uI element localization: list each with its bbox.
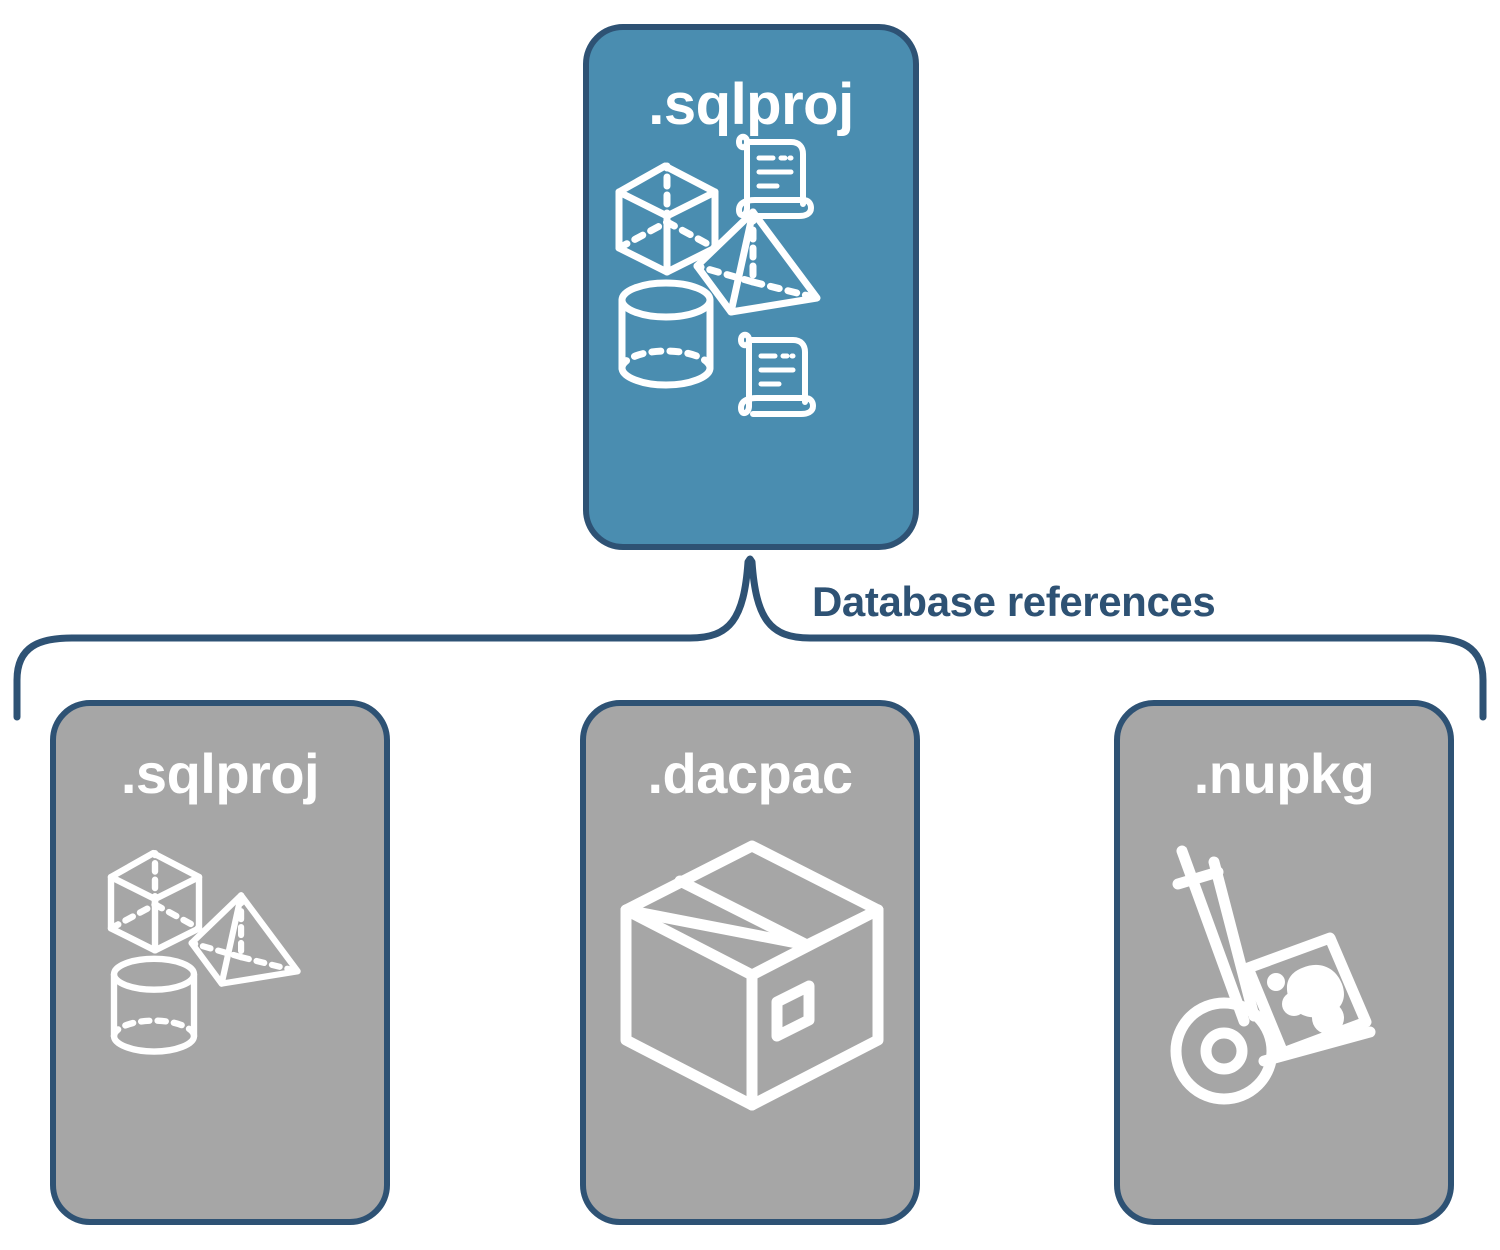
package-box-icon <box>620 840 884 1111</box>
card-root-sqlproj[interactable]: .sqlproj <box>583 24 919 550</box>
brace-label: Database references <box>812 578 1216 625</box>
hand-truck-icon <box>1170 845 1376 1105</box>
nupkg-icon-group <box>1134 812 1434 1152</box>
brace-connector <box>13 555 1487 721</box>
pyramid-icon <box>188 892 301 987</box>
dacpac-icon-group <box>600 812 900 1152</box>
cube-icon <box>107 849 203 954</box>
brace-path <box>13 555 1487 721</box>
card-root-title: .sqlproj <box>648 72 854 137</box>
scroll-icon <box>736 133 814 219</box>
card-reference-nupkg[interactable]: .nupkg <box>1114 700 1454 1225</box>
cylinder-icon <box>110 955 198 1055</box>
card-sqlproj-title: .sqlproj <box>120 742 320 805</box>
root-icon-group <box>601 133 901 446</box>
scroll-icon <box>738 331 816 417</box>
sqlproj-icon-group <box>70 812 370 1152</box>
card-reference-dacpac[interactable]: .dacpac <box>580 700 920 1225</box>
cylinder-icon <box>618 279 714 389</box>
card-nupkg-title: .nupkg <box>1193 742 1375 805</box>
card-dacpac-title: .dacpac <box>647 742 853 805</box>
card-reference-sqlproj[interactable]: .sqlproj <box>50 700 390 1225</box>
pyramid-icon <box>693 208 821 316</box>
